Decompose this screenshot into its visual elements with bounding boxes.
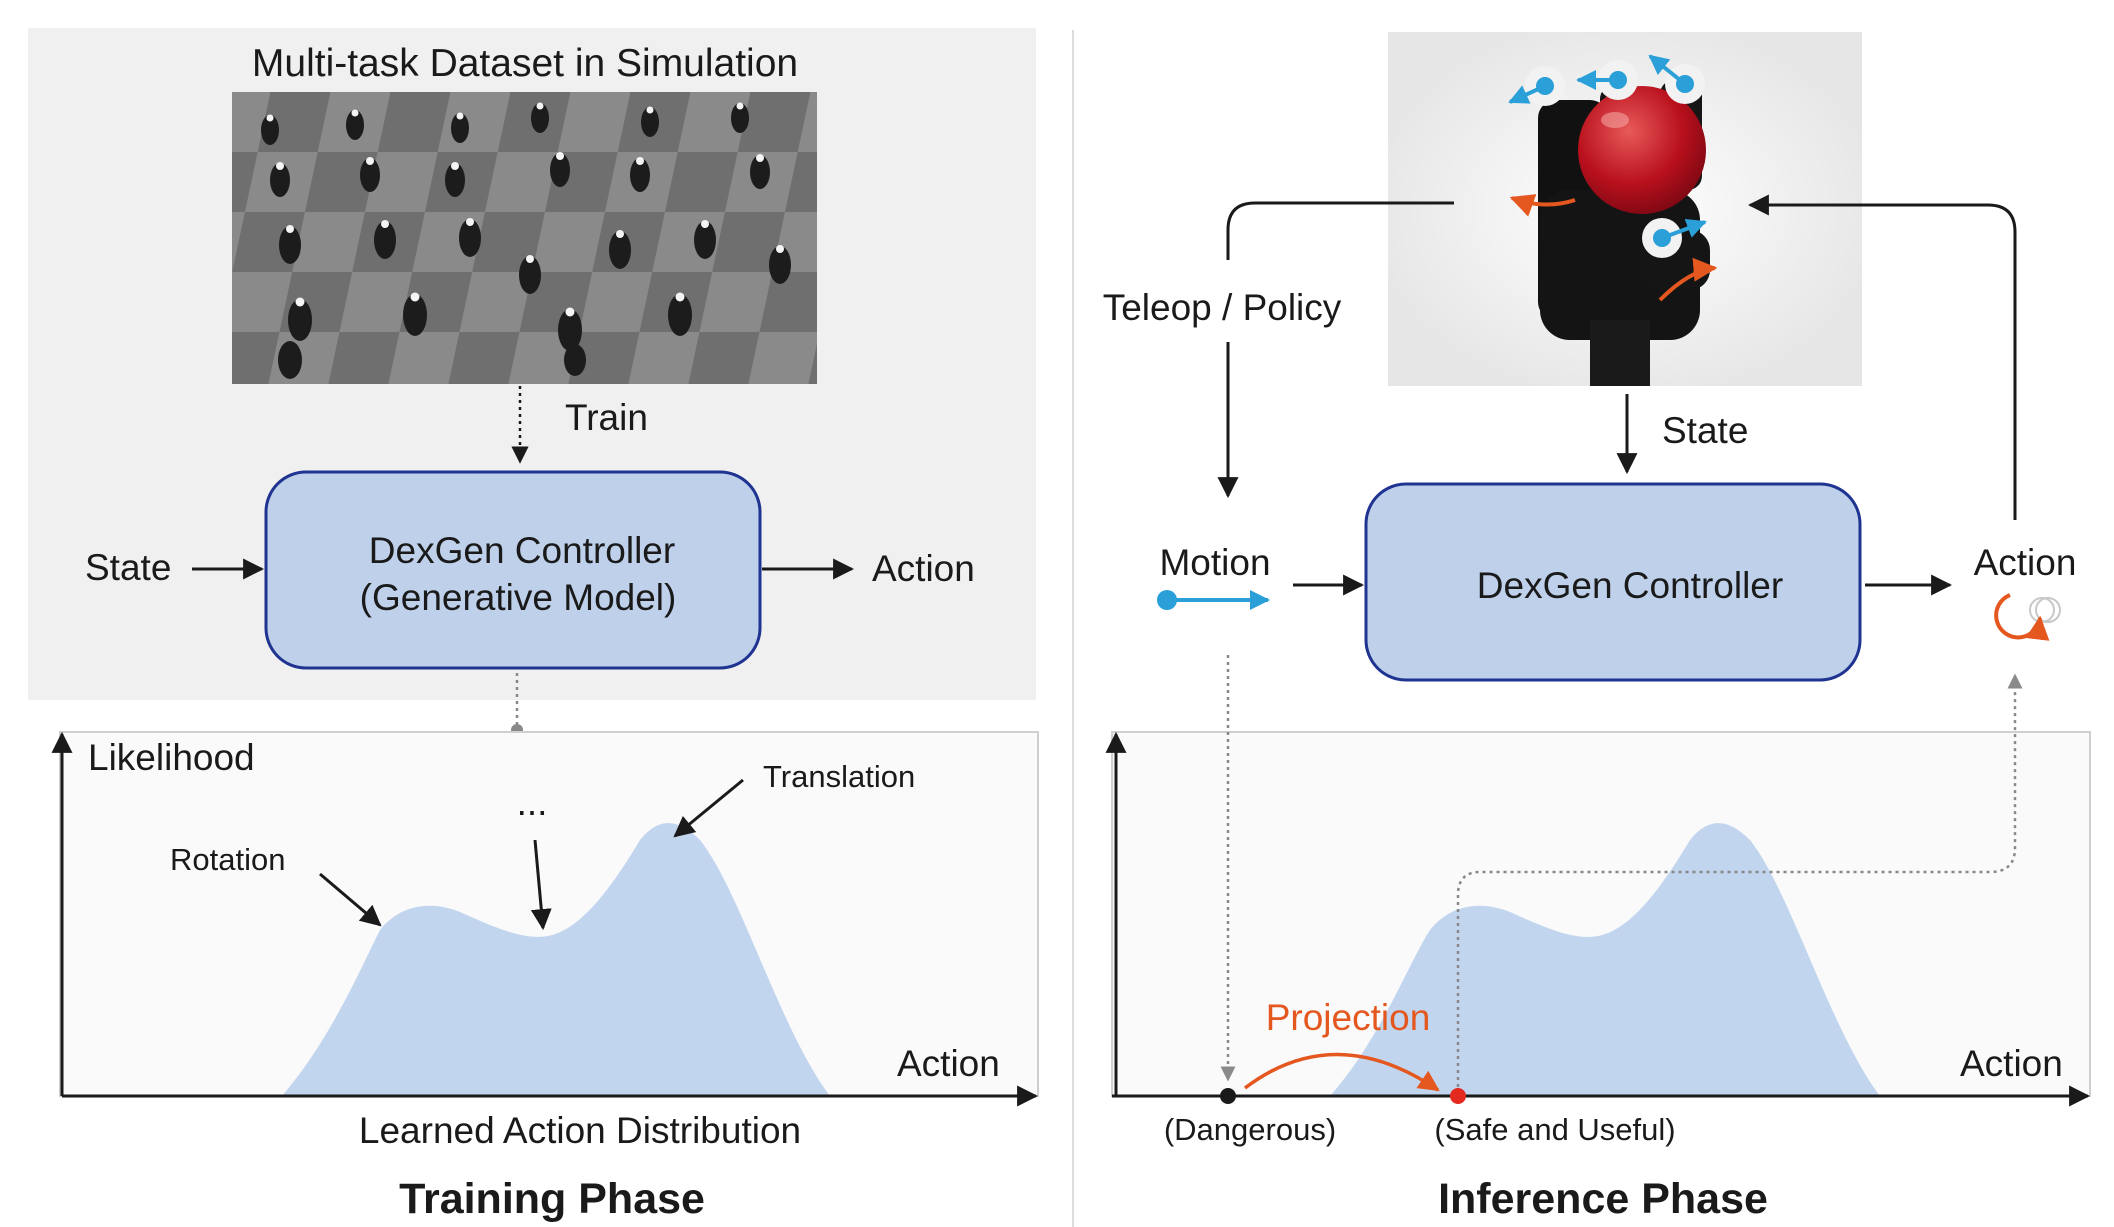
- safe-useful-label: (Safe and Useful): [1434, 1112, 1675, 1147]
- likelihood-label: Likelihood: [88, 737, 255, 778]
- dexgen-controller-box: [264, 470, 762, 670]
- action-label: Action: [872, 548, 975, 589]
- rotation-label: Rotation: [170, 842, 285, 877]
- inference-state-label: State: [1662, 410, 1748, 451]
- dangerous-point: [1220, 1088, 1236, 1104]
- projection-label: Projection: [1266, 997, 1431, 1038]
- training-phase-title: Training Phase: [399, 1175, 705, 1223]
- train-label: Train: [565, 397, 648, 438]
- ellipsis-label: ...: [517, 782, 548, 823]
- safe-point: [1450, 1088, 1466, 1104]
- sim-grid-image: [232, 92, 817, 384]
- rotation-arrow-icon: [1994, 593, 2061, 641]
- inference-action-label: Action: [1974, 542, 2077, 583]
- rotation-arrow: [319, 872, 382, 927]
- projection-arc: [1243, 1052, 1440, 1092]
- distribution-caption: Learned Action Distribution: [359, 1110, 801, 1151]
- translation-arrow: [673, 778, 744, 838]
- robot-hand-apple-image: [1388, 32, 1862, 386]
- teleop-loop-top: [1226, 201, 1454, 260]
- teleop-policy-label: Teleop / Policy: [1103, 287, 1342, 328]
- ellipsis-arrow: [530, 839, 552, 931]
- dataset-title: Multi-task Dataset in Simulation: [252, 42, 798, 85]
- motion-arrow-icon: [1157, 590, 1270, 610]
- inference-action-distribution: [1330, 823, 1880, 1096]
- motion-label: Motion: [1159, 542, 1270, 583]
- learned-action-distribution: [282, 823, 830, 1096]
- controller-subtitle: (Generative Model): [360, 577, 677, 618]
- controller-title: DexGen Controller: [369, 530, 675, 571]
- training-action-axis-label: Action: [897, 1043, 1000, 1084]
- projected-action-dotted: [1456, 673, 2023, 1094]
- inference-phase-title: Inference Phase: [1438, 1175, 1768, 1223]
- dangerous-label: (Dangerous): [1164, 1112, 1336, 1147]
- inference-controller-title: DexGen Controller: [1477, 565, 1783, 606]
- inference-action-axis-label: Action: [1960, 1043, 2063, 1084]
- translation-label: Translation: [763, 759, 915, 794]
- state-label: State: [85, 547, 171, 588]
- action-feedback-arrow: [1747, 194, 2017, 520]
- inference-controller-box: [1364, 482, 1862, 682]
